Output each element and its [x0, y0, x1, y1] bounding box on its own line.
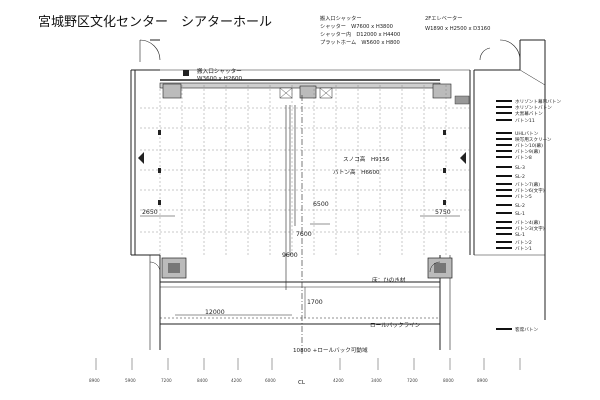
axis-tick: 3400	[371, 378, 382, 383]
proscenium-columns	[149, 257, 453, 279]
shutter-notes: 搬入口シャッター シャッター W7600 x H3800 シャッター内 D120…	[320, 14, 400, 46]
axis-tick: 8900	[89, 378, 100, 383]
axis-tick: 7200	[161, 378, 172, 383]
batten-label: SL-1	[515, 232, 525, 238]
batten-label: 客席バトン	[515, 326, 539, 333]
batten-label: 大黒幕バトン	[515, 110, 543, 117]
batten-label: SL-2	[515, 203, 525, 209]
note-line: 2Fエレベーター	[425, 14, 462, 22]
axis-ticks: 8900 5900 7200 8400 4200 6000 4200 3400 …	[89, 378, 488, 383]
axis-tick: 6000	[265, 378, 276, 383]
axis-tick: 7200	[407, 378, 418, 383]
dim-1700: 1700	[307, 299, 323, 306]
elevator-notes: 2Fエレベーター W1890 x H2500 x D3160	[425, 14, 490, 32]
batten-height: バトン高 H6600	[333, 168, 380, 176]
loading-door-label: 搬入口シャッター	[197, 67, 242, 75]
center-dimensions	[285, 95, 330, 355]
loading-shutter: 搬入口シャッター W3600 x H2600	[159, 67, 470, 105]
stage-grid	[140, 85, 470, 255]
batten-label: バトン7(幕)	[515, 181, 540, 188]
center-line-label: CL	[298, 380, 306, 386]
dim-2650: 2650	[142, 209, 158, 216]
dim-9600: 9600	[282, 252, 298, 259]
bottom-axis	[95, 358, 521, 370]
rollback-bottom-label: 10800 +ロールバック可動域	[293, 346, 368, 354]
wall-markers	[138, 130, 466, 205]
dim-5750: 5750	[435, 209, 451, 216]
axis-tick: 4200	[333, 378, 344, 383]
batten-label: SL-3	[515, 165, 525, 171]
batten-label: バトン5	[515, 194, 532, 200]
dim-7600: 7600	[296, 231, 312, 238]
batten-label: バトン10(幕)	[515, 142, 543, 149]
stage-walls	[130, 39, 546, 350]
batten-label: バトン11	[515, 118, 535, 124]
batten-label: UHLバトン	[515, 131, 539, 137]
rollback-line-label: ロールバックライン	[370, 322, 421, 329]
axis-tick: 4200	[231, 378, 242, 383]
batten-label: ホリゾントバトン	[515, 105, 552, 111]
axis-tick: 5900	[125, 378, 136, 383]
batten-label: バトン8	[515, 155, 532, 161]
drawing-title: 宮城野区文化センター シアターホール	[38, 14, 272, 30]
batten-label: バトン2	[515, 240, 532, 246]
batten-label: SL-2	[515, 174, 525, 180]
stage-front	[160, 281, 440, 325]
batten-label: 映写用スクリーン	[515, 136, 552, 143]
sunoko-height: スノコ高 H9156	[343, 155, 390, 163]
batten-markers	[496, 100, 512, 330]
batten-label: バトン9(幕)	[515, 148, 540, 155]
dim-6500: 6500	[313, 201, 329, 208]
note-line: シャッター W7600 x H3800	[320, 22, 393, 30]
axis-tick: 8000	[443, 378, 454, 383]
axis-tick: 8400	[197, 378, 208, 383]
note-line: シャッター内 D12000 x H4400	[320, 30, 400, 38]
batten-label: バトン4(幕)	[515, 219, 540, 226]
dim-12000: 12000	[205, 309, 225, 316]
axis-tick: 8900	[477, 378, 488, 383]
batten-label: バトン1	[515, 246, 532, 252]
loading-door-size: W3600 x H2600	[197, 76, 243, 82]
batten-label: ホリゾント幕吊バトン	[515, 98, 561, 105]
note-line: W1890 x H2500 x D3160	[425, 26, 490, 32]
batten-label: バトン3(文字)	[515, 225, 545, 232]
batten-labels: ホリゾント幕吊バトン ホリゾントバトン 大黒幕バトン バトン11 UHLバトン …	[515, 98, 561, 333]
note-line: プラットホーム W5600 x H800	[320, 39, 400, 46]
floor-label: 床：ひのき材	[372, 276, 406, 284]
batten-label: バトン6(文字)	[515, 187, 545, 194]
batten-label: SL-1	[515, 211, 525, 217]
note-line: 搬入口シャッター	[320, 14, 362, 22]
